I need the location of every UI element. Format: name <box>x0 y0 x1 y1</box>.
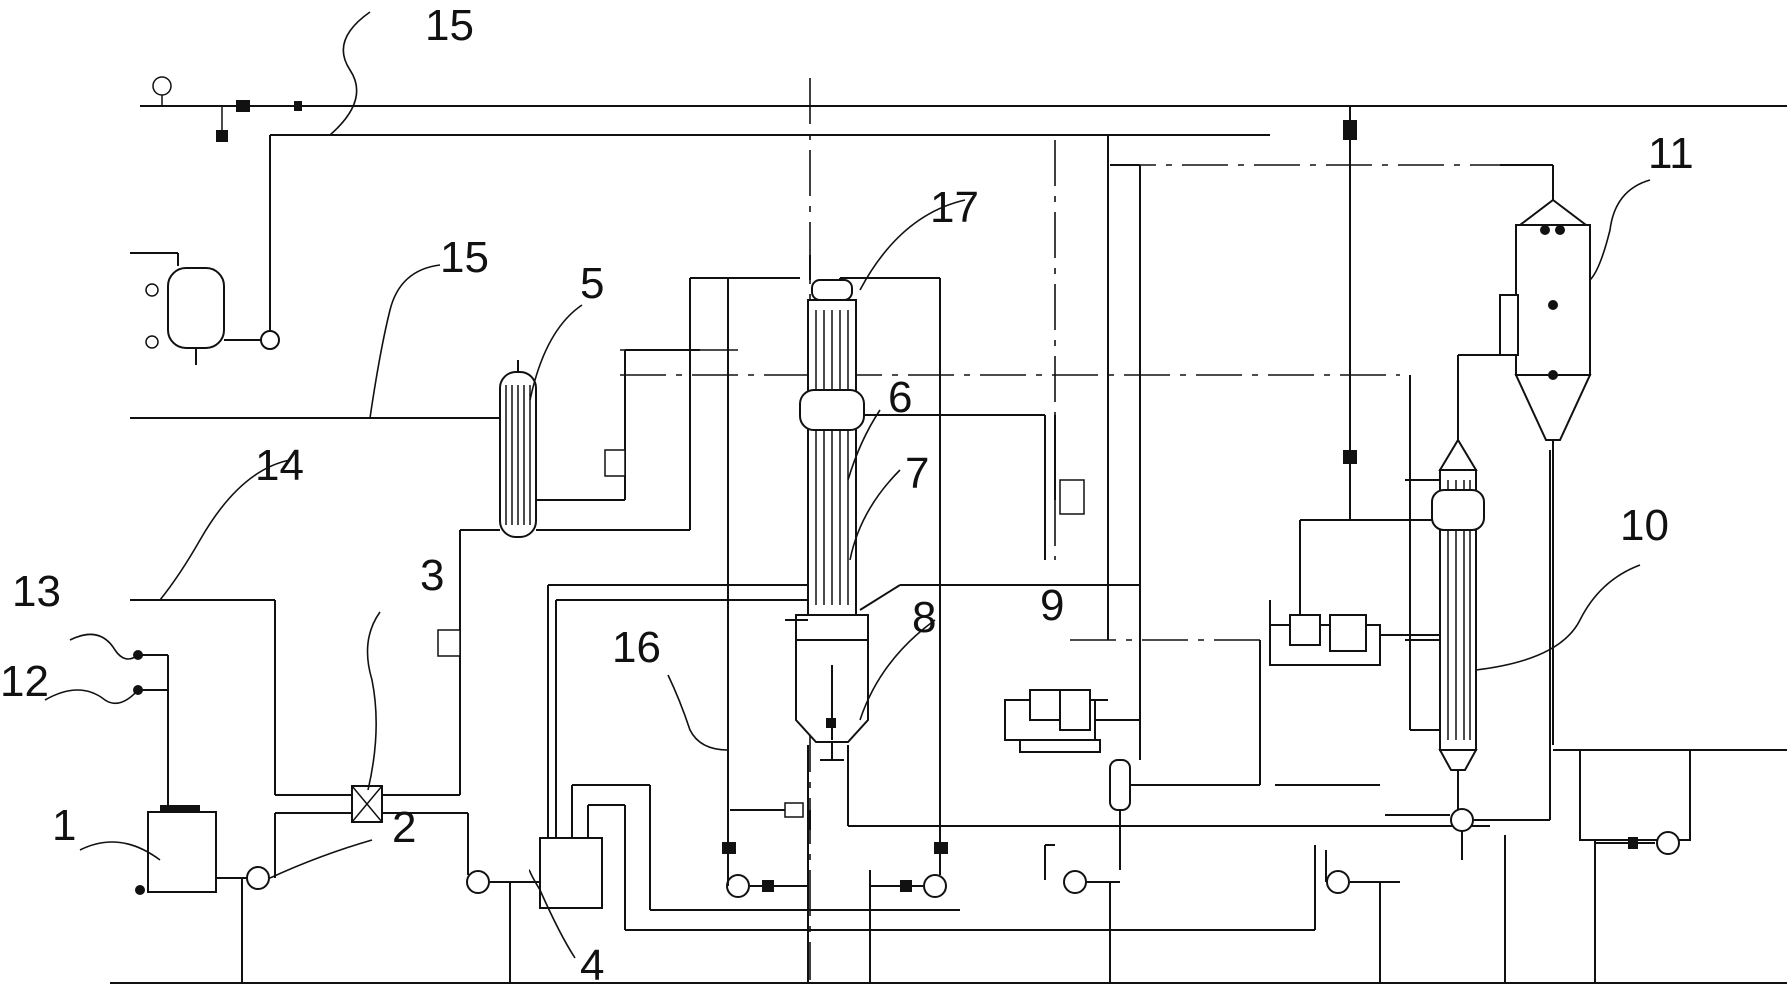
label-13: 13 <box>12 567 61 616</box>
label-4: 4 <box>580 941 604 985</box>
center-lines <box>620 78 1500 980</box>
label-15-mid: 15 <box>440 233 489 282</box>
main-pipes <box>110 76 1787 984</box>
label-10: 10 <box>1620 501 1669 550</box>
label-15-top: 15 <box>425 1 474 50</box>
leader-lines <box>44 11 1651 959</box>
label-9: 9 <box>1040 581 1064 630</box>
label-6: 6 <box>888 373 912 422</box>
evaporator-group <box>722 255 1490 983</box>
label-1: 1 <box>52 801 76 850</box>
tank-1 <box>147 811 217 893</box>
label-7: 7 <box>905 449 929 498</box>
label-12: 12 <box>0 657 49 706</box>
label-17: 17 <box>930 183 979 232</box>
label-8: 8 <box>912 593 936 642</box>
label-5: 5 <box>580 259 604 308</box>
compressor-9-group <box>1004 135 1261 983</box>
left-section <box>130 277 800 983</box>
label-14: 14 <box>255 441 304 490</box>
pump-2 <box>246 866 270 890</box>
label-11: 11 <box>1648 129 1694 178</box>
label-16: 16 <box>612 623 661 672</box>
label-2: 2 <box>392 803 416 852</box>
feed-vessel <box>130 134 1270 365</box>
tank-4 <box>539 837 603 909</box>
labels: 1 2 3 4 5 6 7 8 9 10 11 12 13 14 15 15 1… <box>0 1 1694 985</box>
tank-4-group <box>539 584 1316 931</box>
right-section <box>1269 106 1787 983</box>
label-3: 3 <box>420 551 444 600</box>
